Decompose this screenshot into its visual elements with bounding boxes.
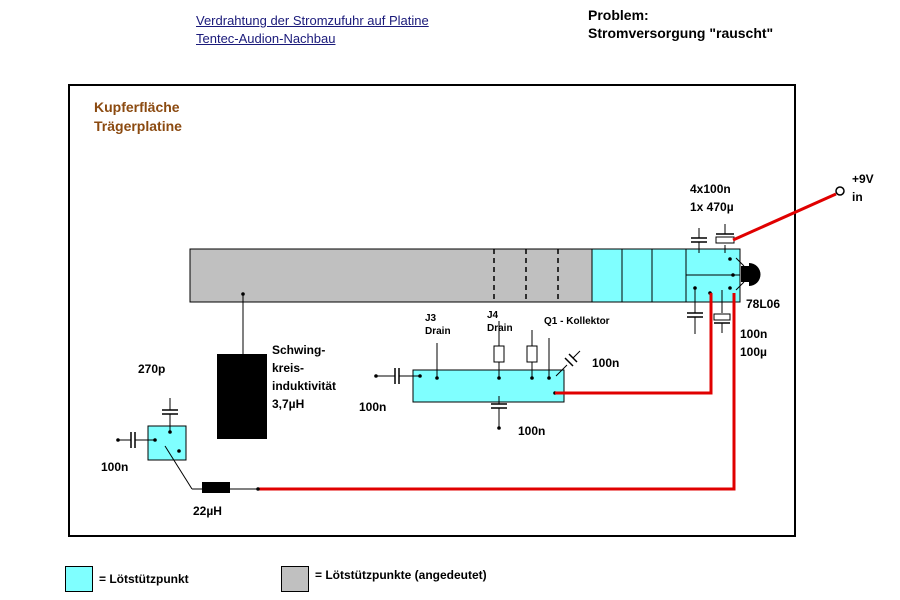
j3-label: J3 — [425, 313, 437, 324]
legend-label-solder-pad: = Lötstützpunkt — [99, 572, 189, 586]
supply-terminal — [835, 186, 845, 196]
cap-right-label: 100n — [592, 356, 620, 370]
caps-bottom-label-1: 100n — [740, 327, 768, 341]
q1-label: Q1 - Kollektor — [544, 316, 610, 327]
choke-label: 22µH — [193, 504, 222, 518]
supply-in-label: in — [852, 190, 863, 204]
j4-drain-label: Drain — [487, 323, 513, 334]
solder-pad-oscillator — [147, 425, 187, 461]
caps-top-label-1: 4x100n — [690, 182, 731, 196]
supply-wire — [732, 192, 837, 242]
problem-label: Problem: — [588, 7, 649, 23]
legend-swatch-solder-hint — [281, 566, 309, 592]
supply-wire-transistors — [555, 293, 713, 395]
board-label-line-1: Kupferfläche — [94, 99, 180, 115]
caps-top-label-2: 1x 470µ — [690, 200, 734, 214]
inductor-label-1: Schwing- — [272, 343, 326, 357]
regulator-lead — [735, 281, 745, 291]
title-line-2: Tentec-Audion-Nachbau — [196, 31, 336, 46]
solder-strip-hinted — [189, 248, 595, 303]
title-line-1: Verdrahtung der Stromzufuhr auf Platine — [196, 13, 429, 28]
board-label-line-2: Trägerplatine — [94, 118, 182, 134]
regulator-label: 78L06 — [746, 297, 781, 311]
inductor-label-3: induktivität — [272, 379, 337, 393]
cap-left-label: 100n — [359, 400, 387, 414]
carrier-board-outline — [68, 84, 796, 537]
inductor-label-2: kreis- — [272, 361, 305, 375]
cap-270p-label: 270p — [138, 362, 166, 376]
j3-drain-label: Drain — [425, 326, 451, 337]
choke-22uH — [202, 482, 230, 493]
regulator-lead — [735, 257, 745, 267]
tank-inductor — [217, 354, 267, 439]
cap-far-left-label: 100n — [101, 460, 129, 474]
cap-bottom-label: 100n — [518, 424, 546, 438]
regulator-body — [741, 266, 749, 282]
caps-bottom-label-2: 100µ — [740, 345, 767, 359]
problem-text: Stromversorgung "rauscht" — [588, 25, 774, 41]
solder-pad-transistors — [412, 369, 565, 403]
supply-wire-oscillator — [258, 293, 736, 491]
supply-voltage-label: +9V — [852, 172, 874, 186]
regulator-cap — [749, 263, 761, 286]
j4-label: J4 — [487, 310, 499, 321]
legend-swatch-solder-pad — [65, 566, 93, 592]
legend-label-solder-hint: = Lötstützpunkte (angedeutet) — [315, 568, 487, 582]
inductor-label-4: 3,7µH — [272, 397, 305, 411]
